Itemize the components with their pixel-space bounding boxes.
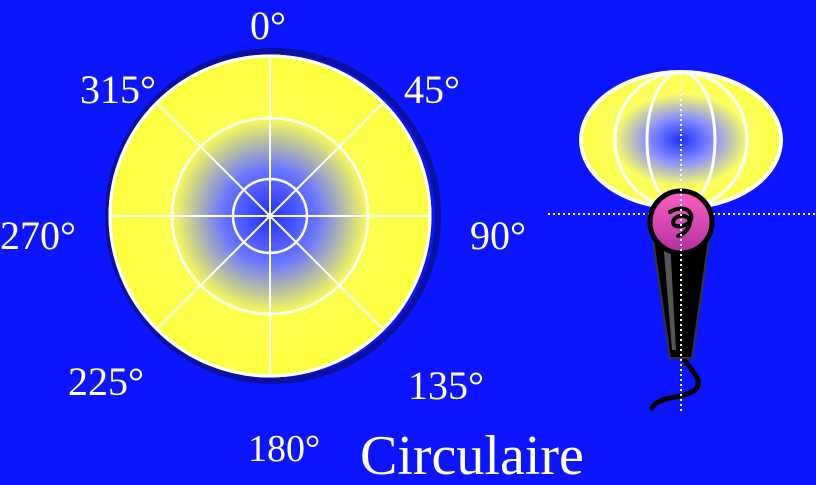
angle-label-270: 270°: [0, 213, 76, 258]
pattern-title: Circulaire: [360, 425, 584, 485]
polar-spoke-315-135: [156, 102, 384, 330]
angle-label-180: 180°: [248, 428, 321, 470]
angle-label-135: 135°: [408, 363, 484, 408]
angle-label-45: 45°: [404, 67, 460, 112]
angle-label-90: 90°: [470, 213, 526, 258]
mic-handle-highlight: [663, 240, 676, 350]
angle-label-315: 315°: [80, 67, 156, 112]
polar-outer-shadow: [105, 48, 441, 384]
angle-label-0: 0°: [250, 3, 286, 48]
mic-cable: [649, 352, 701, 411]
angle-label-225: 225°: [68, 359, 144, 404]
microphone-illustration: [548, 70, 816, 414]
polar-pattern: [105, 48, 441, 384]
mic-grille-swirl: [668, 206, 694, 238]
